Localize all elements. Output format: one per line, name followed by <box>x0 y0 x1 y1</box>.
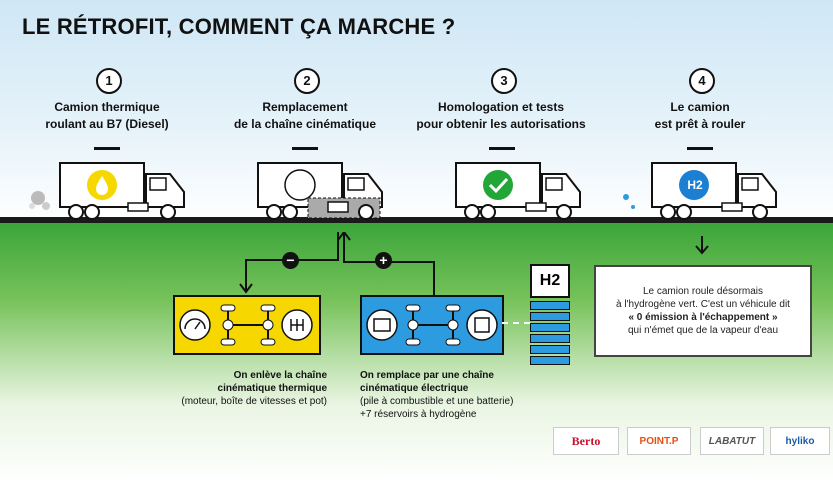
plus-icon: + <box>375 252 392 269</box>
tank-connector <box>502 322 530 324</box>
electric-drivetrain-panel <box>360 295 504 355</box>
thermal-drivetrain-panel <box>173 295 321 355</box>
approved-truck-icon <box>455 162 581 220</box>
zero-emission-info-box: Le camion roule désormais à l'hydrogène … <box>594 265 812 357</box>
h2-tank-label: H2 <box>530 264 570 298</box>
labatut-logo: LABATUT <box>700 427 764 455</box>
pointp-logo: POINT.P <box>627 427 691 455</box>
step-4-number: 4 <box>689 68 715 94</box>
replace-caption: On remplace par une chaîne cinématique é… <box>360 370 514 420</box>
minus-icon: − <box>282 252 299 269</box>
hydrogen-tank: H2 <box>530 264 570 365</box>
drivetrain-arrows <box>239 232 435 296</box>
step-3-divider <box>489 147 515 150</box>
step-3-number: 3 <box>491 68 517 94</box>
hydrogen-truck-icon <box>623 162 777 220</box>
page-title: LE RÉTROFIT, COMMENT ÇA MARCHE ? <box>22 14 456 39</box>
h2-badge-label: H2 <box>687 178 703 192</box>
remove-caption: On enlève la chaîne cinématique thermiqu… <box>181 370 327 407</box>
step-1-number: 1 <box>96 68 122 94</box>
empty-truck-icon <box>257 162 383 220</box>
road-line <box>0 217 833 223</box>
down-arrow-icon <box>695 236 709 255</box>
hyliko-logo: hyliko <box>770 427 830 455</box>
thermal-drivetrain-diagram <box>179 304 313 346</box>
electric-drivetrain-diagram <box>366 304 498 346</box>
step-2-divider <box>292 147 318 150</box>
step-2-number: 2 <box>294 68 320 94</box>
step-1-divider <box>94 147 120 150</box>
berto-logo: Berto <box>553 427 619 455</box>
diesel-truck-icon <box>29 162 185 220</box>
step-4-divider <box>687 147 713 150</box>
